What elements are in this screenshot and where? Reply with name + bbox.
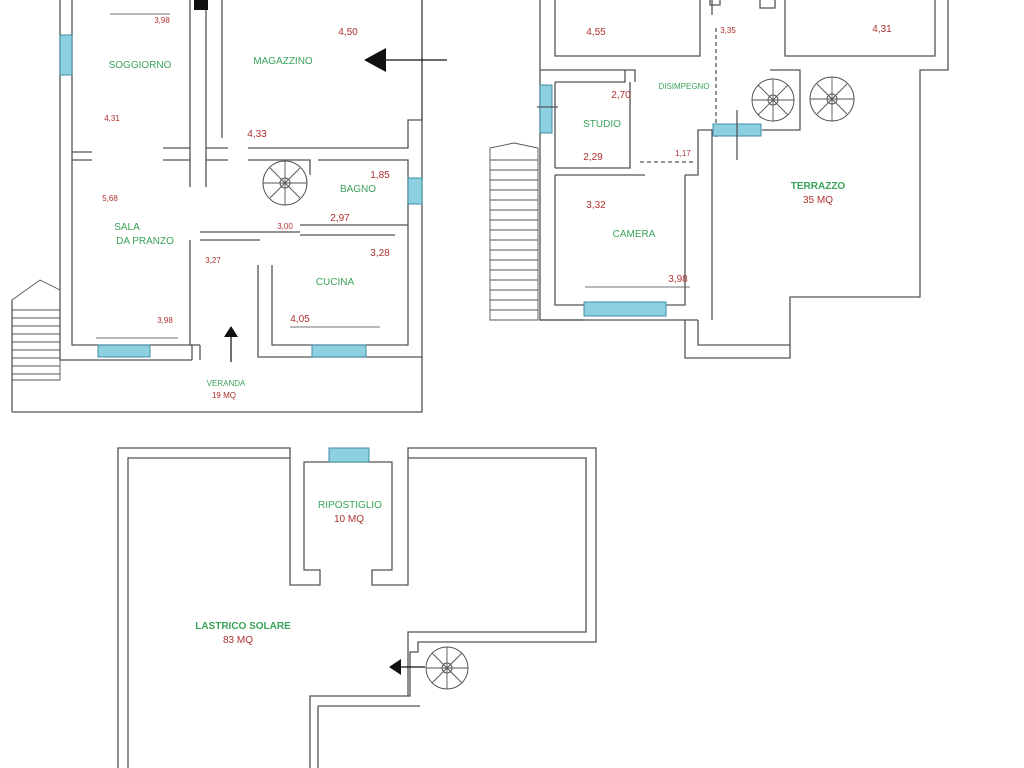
dimension-label: 5,68 xyxy=(102,194,118,203)
pillar-icon xyxy=(194,0,208,10)
area-label-ripostiglio: 10 MQ xyxy=(334,514,364,525)
staircase-icon xyxy=(11,279,61,381)
spiral-stair-icon xyxy=(425,646,469,690)
first-west-walls xyxy=(539,0,701,321)
ground-corridor-walls xyxy=(189,231,300,345)
dimension-label: 4,05 xyxy=(290,314,310,325)
first-floor-plan: DISIMPEGNO STUDIO CAMERA TERRAZZO 35 MQ … xyxy=(489,0,949,359)
room-label-magazzino: MAGAZZINO xyxy=(253,56,313,67)
dimension-label: 3,32 xyxy=(586,200,606,211)
first-north-openings xyxy=(709,0,776,15)
dimension-label: 4,31 xyxy=(104,114,120,123)
dimension-label: 1,17 xyxy=(675,149,691,158)
room-label-camera: CAMERA xyxy=(613,229,656,240)
dimension-label: 2,97 xyxy=(330,213,350,224)
ground-soggiorno-sala-divider xyxy=(72,151,92,161)
arrow-left-icon xyxy=(389,659,425,675)
spiral-stair-icon xyxy=(262,160,308,206)
ground-hall-openings xyxy=(163,147,228,161)
window-icon xyxy=(328,447,370,463)
room-label-da-pranzo: DA PRANZO xyxy=(116,236,174,247)
area-label-veranda: 19 MQ xyxy=(212,391,236,400)
dimension-label: 3,28 xyxy=(370,248,390,259)
window-icon xyxy=(311,344,367,358)
arrow-up-icon xyxy=(224,326,238,362)
dimension-label: 3,27 xyxy=(205,256,221,265)
dimension-label: 3,98 xyxy=(157,316,173,325)
dimension-label: 4,55 xyxy=(586,27,606,38)
room-label-veranda: VERANDA xyxy=(207,379,246,388)
room-label-disimpegno: DISIMPEGNO xyxy=(658,82,709,91)
dimension-label: 3,35 xyxy=(720,26,736,35)
room-label-cucina: CUCINA xyxy=(316,277,355,288)
room-label-studio: STUDIO xyxy=(583,119,621,130)
first-terrazzo-bottom xyxy=(684,320,791,359)
first-terrazzo-inner xyxy=(762,69,801,131)
ground-entrance-walls xyxy=(190,344,201,360)
room-label-terrazzo: TERRAZZO xyxy=(791,181,846,192)
spiral-stair-icon xyxy=(809,76,855,122)
ground-west-wall xyxy=(59,0,193,361)
dimension-label: 4,31 xyxy=(872,24,892,35)
window-icon xyxy=(583,301,667,317)
dimension-label: 4,50 xyxy=(338,27,358,38)
room-label-bagno: BAGNO xyxy=(340,184,376,195)
window-icon xyxy=(539,84,553,134)
ground-bagno-bottom xyxy=(300,224,409,236)
roof-plan: RIPOSTIGLIO 10 MQ LASTRICO SOLARE 83 MQ xyxy=(117,447,597,768)
first-terrazzo-outline xyxy=(697,0,949,346)
arrow-left-icon xyxy=(364,48,447,72)
roof-inner-outline xyxy=(127,457,587,768)
spiral-stair-icon xyxy=(751,78,795,122)
dimension-label: 3,98 xyxy=(668,274,688,285)
area-label-terrazzo: 35 MQ xyxy=(803,195,833,206)
area-label-lastrico-solare: 83 MQ xyxy=(223,635,253,646)
window-icon xyxy=(97,344,151,358)
dimension-label: 1,85 xyxy=(370,170,390,181)
roof-outer-outline xyxy=(117,447,597,768)
ground-floor-plan: SOGGIORNO MAGAZZINO SALA DA PRANZO BAGNO… xyxy=(11,0,447,413)
window-cross-icon xyxy=(537,106,738,160)
staircase-icon xyxy=(489,142,539,321)
first-studio-camera-walls xyxy=(554,82,631,306)
dimension-label: 3,98 xyxy=(154,16,170,25)
first-camera-east xyxy=(666,129,713,320)
room-label-sala: SALA xyxy=(114,222,140,233)
window-icon xyxy=(407,177,423,205)
dimension-label: 2,29 xyxy=(583,152,603,163)
room-label-ripostiglio: RIPOSTIGLIO xyxy=(318,500,382,511)
window-icon xyxy=(59,34,73,76)
dimension-label: 4,33 xyxy=(247,129,267,140)
dimension-label: 2,70 xyxy=(611,90,631,101)
room-label-lastrico-solare: LASTRICO SOLARE xyxy=(195,621,291,632)
ground-hall-walls xyxy=(189,0,207,187)
room-label-soggiorno: SOGGIORNO xyxy=(109,60,172,71)
first-studio-top xyxy=(540,69,636,168)
ground-magazzino-walls xyxy=(221,0,423,149)
dimension-label: 3,00 xyxy=(277,222,293,231)
